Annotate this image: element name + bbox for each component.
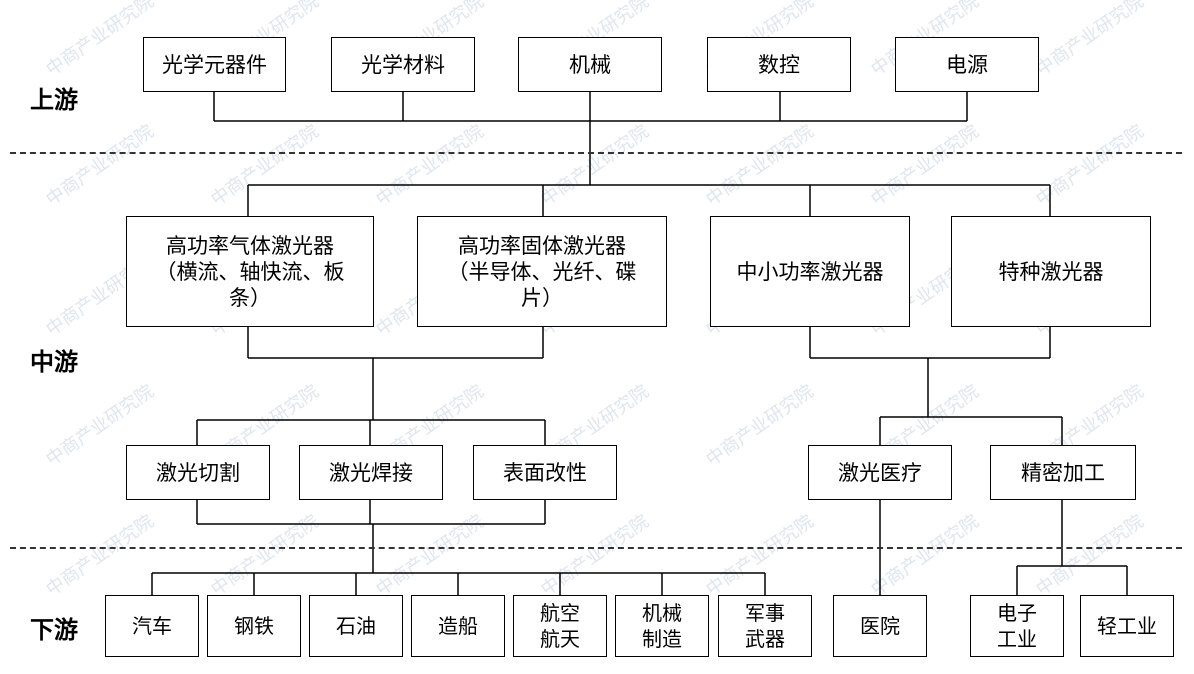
downstream-node-aerospace: 航空 航天 (513, 595, 607, 657)
upstream-node-optical-components: 光学元器件 (143, 37, 286, 92)
downstream-node-automotive: 汽车 (105, 595, 199, 657)
midstream-node-low-power-laser: 中小功率激光器 (710, 216, 910, 327)
application-node-precision-machining: 精密加工 (990, 445, 1136, 500)
downstream-node-light-industry: 轻工业 (1080, 595, 1174, 657)
downstream-node-machine-manufacturing: 机械 制造 (615, 595, 709, 657)
upstream-node-cnc: 数控 (707, 37, 851, 92)
application-node-laser-medical: 激光医疗 (808, 445, 952, 500)
midstream-node-solid-laser: 高功率固体激光器 （半导体、光纤、碟 片） (417, 216, 667, 327)
tier-divider-lower (10, 547, 1182, 549)
application-node-laser-welding: 激光焊接 (299, 445, 443, 500)
upstream-node-machinery: 机械 (518, 37, 662, 92)
downstream-node-electronics: 电子 工业 (970, 595, 1064, 657)
tier-label-upstream: 上游 (30, 85, 78, 114)
downstream-node-petroleum: 石油 (309, 595, 403, 657)
application-node-laser-cutting: 激光切割 (126, 445, 270, 500)
downstream-node-steel: 钢铁 (207, 595, 301, 657)
tier-label-downstream: 下游 (30, 615, 78, 644)
downstream-node-hospital: 医院 (833, 595, 927, 657)
upstream-node-power-supply: 电源 (895, 37, 1039, 92)
downstream-node-shipbuilding: 造船 (411, 595, 505, 657)
midstream-node-gas-laser: 高功率气体激光器 （横流、轴快流、板 条） (126, 216, 374, 327)
midstream-node-special-laser: 特种激光器 (951, 216, 1151, 327)
tier-divider-upper (10, 152, 1182, 154)
upstream-node-optical-materials: 光学材料 (331, 37, 475, 92)
application-node-surface-modification: 表面改性 (473, 445, 617, 500)
downstream-node-military: 军事 武器 (718, 595, 812, 657)
tier-label-midstream: 中游 (30, 347, 78, 376)
